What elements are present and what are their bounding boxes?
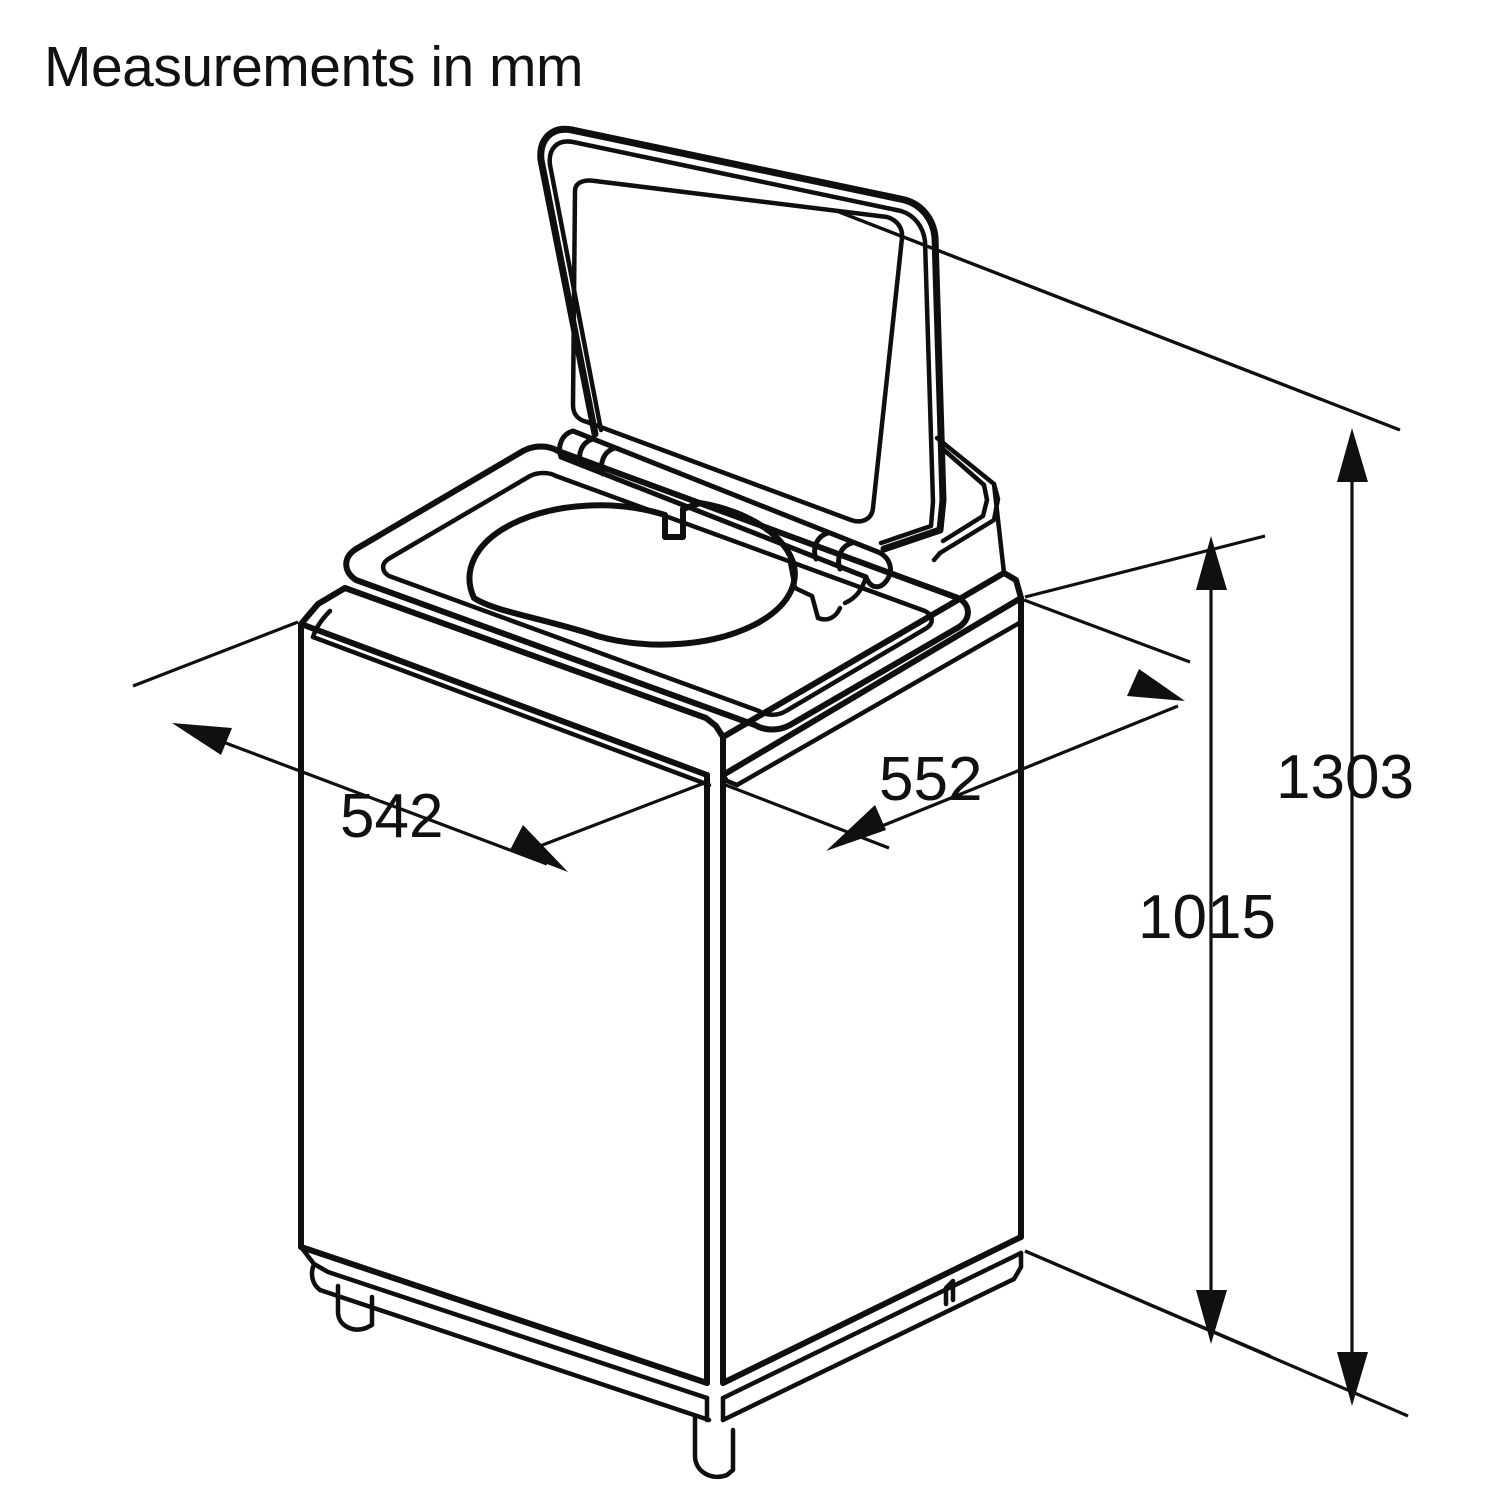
lid-panel — [537, 125, 947, 553]
arrow-head-up-1303 — [1337, 428, 1368, 482]
arrow-head-up-1015 — [1196, 536, 1227, 590]
arrow-head-down-1015 — [1196, 1290, 1227, 1344]
dimension-depth-552: 552 — [722, 598, 1191, 851]
dimension-height-1303: 1303 — [833, 208, 1414, 1418]
washing-machine-illustration — [298, 125, 1321, 1480]
dimension-height-1015: 1015 — [1024, 534, 1276, 1358]
cabinet-left-face — [298, 621, 710, 1386]
dimension-label-1303: 1303 — [1276, 743, 1414, 812]
dimension-width-542: 542 — [132, 620, 708, 872]
arrow-head-lower-left — [826, 805, 886, 851]
cabinet-base-plinth — [298, 1244, 1024, 1480]
dimension-label-1015: 1015 — [1138, 883, 1276, 952]
lid-seat-rim — [787, 559, 843, 622]
cabinet-top-shoulder — [298, 570, 1024, 788]
lid-hinge-bar — [557, 428, 893, 606]
arrow-head-left — [172, 723, 232, 755]
arrow-head-down-1303 — [1337, 1352, 1368, 1406]
page-title: Measurements in mm — [44, 35, 584, 99]
dimension-label-542: 542 — [340, 782, 443, 851]
dimension-label-552: 552 — [879, 745, 982, 814]
lid-rear-bracket — [931, 435, 1007, 576]
arrow-head-upper-right — [1127, 669, 1185, 701]
top-lid-well — [343, 443, 971, 733]
arrow-head-right — [510, 825, 568, 872]
cabinet-front-corner-edge — [704, 772, 726, 1386]
